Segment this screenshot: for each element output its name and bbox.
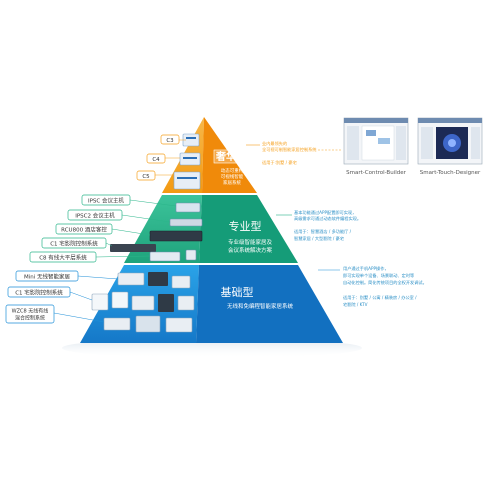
svg-text:即可实现单个设备、场景联动、定时等: 即可实现单个设备、场景联动、定时等 [343, 272, 414, 279]
caption-smart-control-builder: Smart-Control-Builder [346, 170, 406, 176]
luxury-desc-3: 家居系统 [223, 179, 241, 186]
svg-text:RCU800 酒店客控: RCU800 酒店客控 [61, 226, 107, 234]
professional-desc-2: 会议系统解决方案 [228, 246, 273, 254]
luxury-desc-2: 可视线智能 [221, 173, 244, 180]
svg-text:适用于:别墅 / 豪宅: 适用于:别墅 / 豪宅 [262, 159, 297, 166]
left-label-c3: C3 [160, 134, 186, 145]
professional-devices-image [110, 202, 203, 262]
svg-text:WZC8 无线有线: WZC8 无线有线 [12, 308, 49, 315]
luxury-devices-image [173, 133, 201, 190]
left-label-rcu800: RCU800 酒店客控 [55, 223, 151, 236]
svg-text:用户通过手机APP操作，: 用户通过手机APP操作， [343, 265, 389, 272]
left-label-wzc8: WZC8 无线有线 混合控制系统 [5, 304, 105, 324]
svg-text:智慧家居 / 大型影院 / 豪宅: 智慧家居 / 大型影院 / 豪宅 [294, 235, 344, 242]
left-label-c1-basic: C1 宅影院控制系统 [7, 286, 93, 301]
svg-text:C1 宅影院控制系统: C1 宅影院控制系统 [15, 289, 63, 297]
svg-text:C3: C3 [166, 138, 174, 144]
basic-devices-image [91, 272, 195, 333]
svg-text:IPSC2 会议主机: IPSC2 会议主机 [75, 212, 115, 220]
left-label-mini: Mini 无线智能家居 [15, 270, 119, 282]
svg-text:自动化控制。简化传统项目的全权开发调试。: 自动化控制。简化传统项目的全权开发调试。 [343, 279, 427, 286]
luxury-desc-1: 动态可重构 [221, 167, 244, 174]
left-label-ipsc: IPSC 会议主机 [81, 194, 177, 207]
svg-text:适用于：智慧酒店 / 多功能厅 /: 适用于：智慧酒店 / 多功能厅 / [294, 228, 352, 235]
svg-text:高级需求可通过动态软件编程实现。: 高级需求可通过动态软件编程实现。 [294, 215, 361, 222]
screenshot-smart-touch-designer: Smart-Touch-Designer [417, 117, 483, 176]
left-label-ipsc2: IPSC2 会议主机 [67, 209, 171, 223]
svg-text:基本功能通过APP配置即可实现，: 基本功能通过APP配置即可实现， [294, 209, 356, 216]
svg-text:业内最领先的: 业内最领先的 [262, 140, 287, 147]
luxury-title: 奢华型 [215, 150, 246, 163]
svg-text:Mini 无线智能家居: Mini 无线智能家居 [24, 273, 71, 281]
svg-text:全可视可制智能家居控制系统: 全可视可制智能家居控制系统 [262, 146, 316, 153]
basic-notes: 用户通过手机APP操作， 即可实现单个设备、场景联动、定时等 自动化控制。简化传… [318, 265, 427, 308]
basic-desc-1: 无线和免编程智能家居系统 [227, 302, 294, 310]
basic-title: 基础型 [221, 285, 254, 299]
svg-text:宅影院 / KTV: 宅影院 / KTV [343, 301, 368, 308]
svg-text:适用于：别墅 / 公寓 / 精装房 / 办公室 /: 适用于：别墅 / 公寓 / 精装房 / 办公室 / [343, 294, 417, 301]
svg-text:C1 宅影院控制系统: C1 宅影院控制系统 [50, 240, 98, 248]
caption-smart-touch-designer: Smart-Touch-Designer [420, 170, 481, 176]
svg-text:混合控制系统: 混合控制系统 [15, 315, 45, 322]
svg-text:C4: C4 [152, 157, 160, 163]
svg-text:IPSC 会议主机: IPSC 会议主机 [88, 197, 125, 205]
left-label-c4: C4 [146, 153, 180, 164]
left-label-c8: C8 有线大平层系统 [29, 251, 151, 263]
left-label-c5: C5 [136, 170, 174, 181]
left-label-c1-pro: C1 宅影院控制系统 [41, 237, 113, 249]
screenshot-smart-control-builder: Smart-Control-Builder [343, 117, 409, 176]
luxury-notes: 业内最领先的 全可视可制智能家居控制系统 适用于:别墅 / 豪宅 [246, 140, 342, 166]
professional-notes: 基本功能通过APP配置即可实现， 高级需求可通过动态软件编程实现。 适用于：智慧… [276, 209, 361, 242]
luxury-title-box: 奢华型 [213, 149, 249, 164]
svg-text:C5: C5 [142, 174, 150, 180]
professional-desc-1: 专业级智能家居及 [228, 238, 273, 246]
svg-text:C8 有线大平层系统: C8 有线大平层系统 [39, 254, 87, 262]
professional-title: 专业型 [229, 219, 262, 233]
